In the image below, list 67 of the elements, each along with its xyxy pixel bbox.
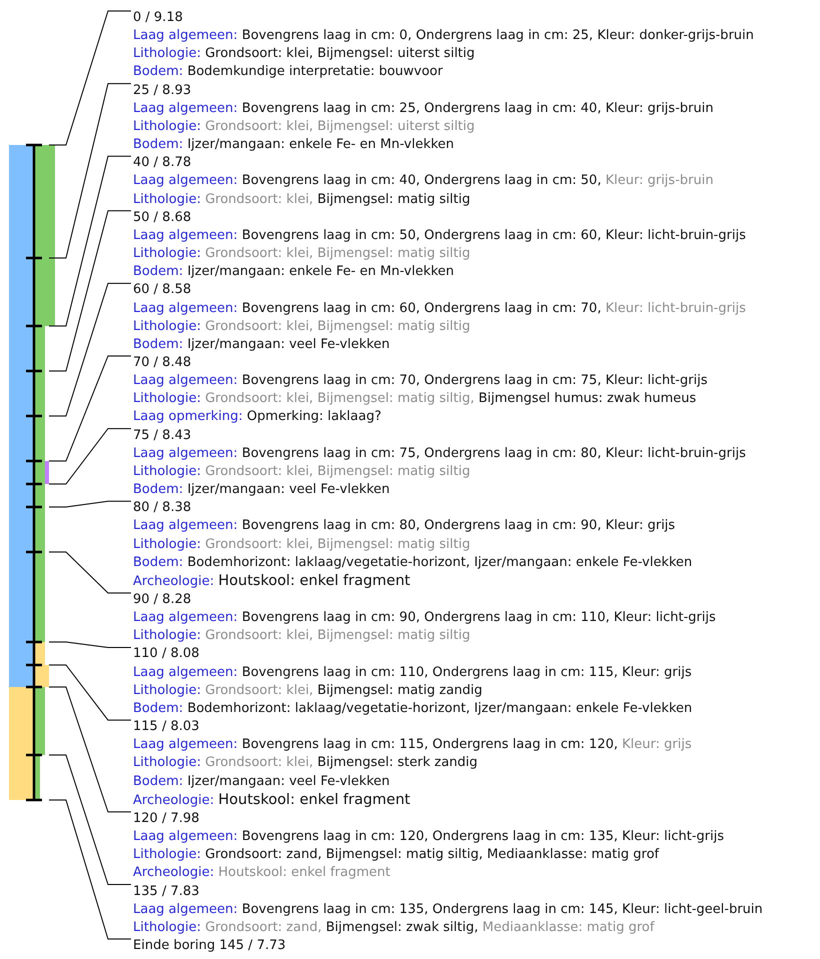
property-line: Bodem: Bodemkundige interpretatie: bouwvoor xyxy=(133,63,444,82)
property-line: Lithologie: Grondsoort: zand, Bijmengsel: zwak siltig, Mediaanklasse: matig grof xyxy=(133,918,656,937)
depth-heading: 40 / 8.78 xyxy=(133,154,192,172)
depth-heading: 50 / 8.68 xyxy=(133,208,192,227)
property-line: Lithologie: Grondsoort: zand, Bijmengsel: matig siltig, Mediaanklasse: matig grof xyxy=(133,846,660,864)
depth-heading: 75 / 8.43 xyxy=(133,426,192,445)
depth-heading: 60 / 8.58 xyxy=(133,281,192,300)
leader-line xyxy=(48,355,132,462)
depth-heading: 110 / 8.08 xyxy=(133,645,200,664)
property-line: Lithologie: Grondsoort: klei, Bijmengsel: matig siltig xyxy=(133,462,472,481)
property-line: Laag algemeen: Bovengrens laag in cm: 115, Ondergrens laag in cm: 120, Kleur: grijs xyxy=(133,736,693,754)
property-line: Laag algemeen: Bovengrens laag in cm: 40, Ondergrens laag in cm: 50, Kleur: grijs-bruin xyxy=(133,172,714,190)
leader-line xyxy=(48,754,132,885)
property-line: Laag algemeen: Bovengrens laag in cm: 110, Ondergrens laag in cm: 115, Kleur: grijs xyxy=(133,664,693,682)
property-line: Lithologie: Grondsoort: klei, Bijmengsel: matig siltig xyxy=(133,190,472,209)
property-line: Laag algemeen: Bovengrens laag in cm: 70, Ondergrens laag in cm: 75, Kleur: licht-grijs xyxy=(133,372,708,390)
property-line: Bodem: Bodemhorizont: laklaag/vegetatie-horizont, Ijzer/mangaan: enkele Fe-vlekken xyxy=(133,700,694,718)
property-line: Lithologie: Grondsoort: klei, Bijmengsel: matig siltig xyxy=(133,318,472,336)
property-line: Laag algemeen: Bovengrens laag in cm: 25, Ondergrens laag in cm: 40, Kleur: grijs-bruin xyxy=(133,100,714,118)
depth-heading: Einde boring 145 / 7.73 xyxy=(133,936,287,955)
property-line: Laag algemeen: Bovengrens laag in cm: 75, Ondergrens laag in cm: 80, Kleur: licht-bruin-grijs xyxy=(133,444,747,463)
depth-heading: 90 / 8.28 xyxy=(133,591,192,609)
property-line: Lithologie: Grondsoort: klei, Bijmengsel: uiterst siltig xyxy=(133,118,476,136)
property-line: Lithologie: Grondsoort: klei, Bijmengsel: matig siltig, Bijmengsel humus: zwak humeus xyxy=(133,390,698,408)
property-line: Lithologie: Grondsoort: klei, Bijmengsel: sterk zandig xyxy=(133,754,479,772)
leader-line xyxy=(48,10,132,146)
leader-line xyxy=(48,800,132,940)
property-line: Bodem: Ijzer/mangaan: veel Fe-vlekken xyxy=(133,481,391,500)
property-line: Lithologie: Grondsoort: klei, Bijmengsel: matig siltig xyxy=(133,245,472,264)
property-line: Laag algemeen: Bovengrens laag in cm: 50, Ondergrens laag in cm: 60, Kleur: licht-bruin-grijs xyxy=(133,226,747,245)
property-line: Lithologie: Grondsoort: klei, Bijmengsel: matig siltig xyxy=(133,536,472,554)
depth-heading: 115 / 8.03 xyxy=(133,718,200,736)
depth-heading: 135 / 7.83 xyxy=(133,882,200,900)
property-line: Laag algemeen: Bovengrens laag in cm: 90, Ondergrens laag in cm: 110, Kleur: licht-grijs xyxy=(133,609,717,628)
leader-line xyxy=(48,83,132,258)
property-line: Laag algemeen: Bovengrens laag in cm: 80, Ondergrens laag in cm: 90, Kleur: grijs xyxy=(133,517,676,536)
depth-heading: 80 / 8.38 xyxy=(133,499,192,518)
property-line: Lithologie: Grondsoort: klei, Bijmengsel: matig siltig xyxy=(133,627,472,646)
depth-heading: 0 / 9.18 xyxy=(133,9,184,27)
depth-heading: 120 / 7.98 xyxy=(133,810,200,828)
property-line: Laag algemeen: Bovengrens laag in cm: 135, Ondergrens laag in cm: 145, Kleur: licht-geel-bruin xyxy=(133,900,763,919)
leader-line xyxy=(48,282,132,416)
property-line: Laag algemeen: Bovengrens laag in cm: 60, Ondergrens laag in cm: 70, Kleur: licht-bruin-grijs xyxy=(133,300,747,318)
property-line: Archeologie: Houtskool: enkel fragment xyxy=(133,864,392,882)
leader-line xyxy=(48,642,132,648)
leader-line xyxy=(48,500,132,508)
property-line: Bodem: Ijzer/mangaan: veel Fe-vlekken xyxy=(133,772,391,791)
property-line: Archeologie: Houtskool: enkel fragment xyxy=(133,790,412,810)
leader-line xyxy=(48,552,132,594)
leader-line xyxy=(48,156,132,326)
leader-line xyxy=(48,686,132,812)
leader-line xyxy=(48,210,132,372)
property-line: Bodem: Ijzer/mangaan: enkele Fe- en Mn-vlekken xyxy=(133,136,456,154)
property-line: Laag algemeen: Bovengrens laag in cm: 0, Ondergrens laag in cm: 25, Kleur: donker-grijs-bruin xyxy=(133,27,755,46)
leader-line xyxy=(48,428,132,484)
property-line: Bodem: Bodemhorizont: laklaag/vegetatie-horizont, Ijzer/mangaan: enkele Fe-vlekken xyxy=(133,554,694,572)
property-line: Laag algemeen: Bovengrens laag in cm: 120, Ondergrens laag in cm: 135, Kleur: licht-grijs xyxy=(133,828,725,846)
property-line: Archeologie: Houtskool: enkel fragment xyxy=(133,572,412,591)
property-line: Bodem: Ijzer/mangaan: enkele Fe- en Mn-vlekken xyxy=(133,263,456,282)
property-line: Bodem: Ijzer/mangaan: veel Fe-vlekken xyxy=(133,336,391,354)
borehole-column-drawing xyxy=(9,144,55,802)
property-line: Laag opmerking: Opmerking: laklaag? xyxy=(133,408,382,426)
property-line: Lithologie: Grondsoort: klei, Bijmengsel: matig zandig xyxy=(133,682,484,700)
leader-line xyxy=(48,664,132,721)
depth-heading: 25 / 8.93 xyxy=(133,82,192,100)
property-line: Lithologie: Grondsoort: klei, Bijmengsel: uiterst siltig xyxy=(133,45,476,64)
depth-heading: 70 / 8.48 xyxy=(133,354,192,372)
